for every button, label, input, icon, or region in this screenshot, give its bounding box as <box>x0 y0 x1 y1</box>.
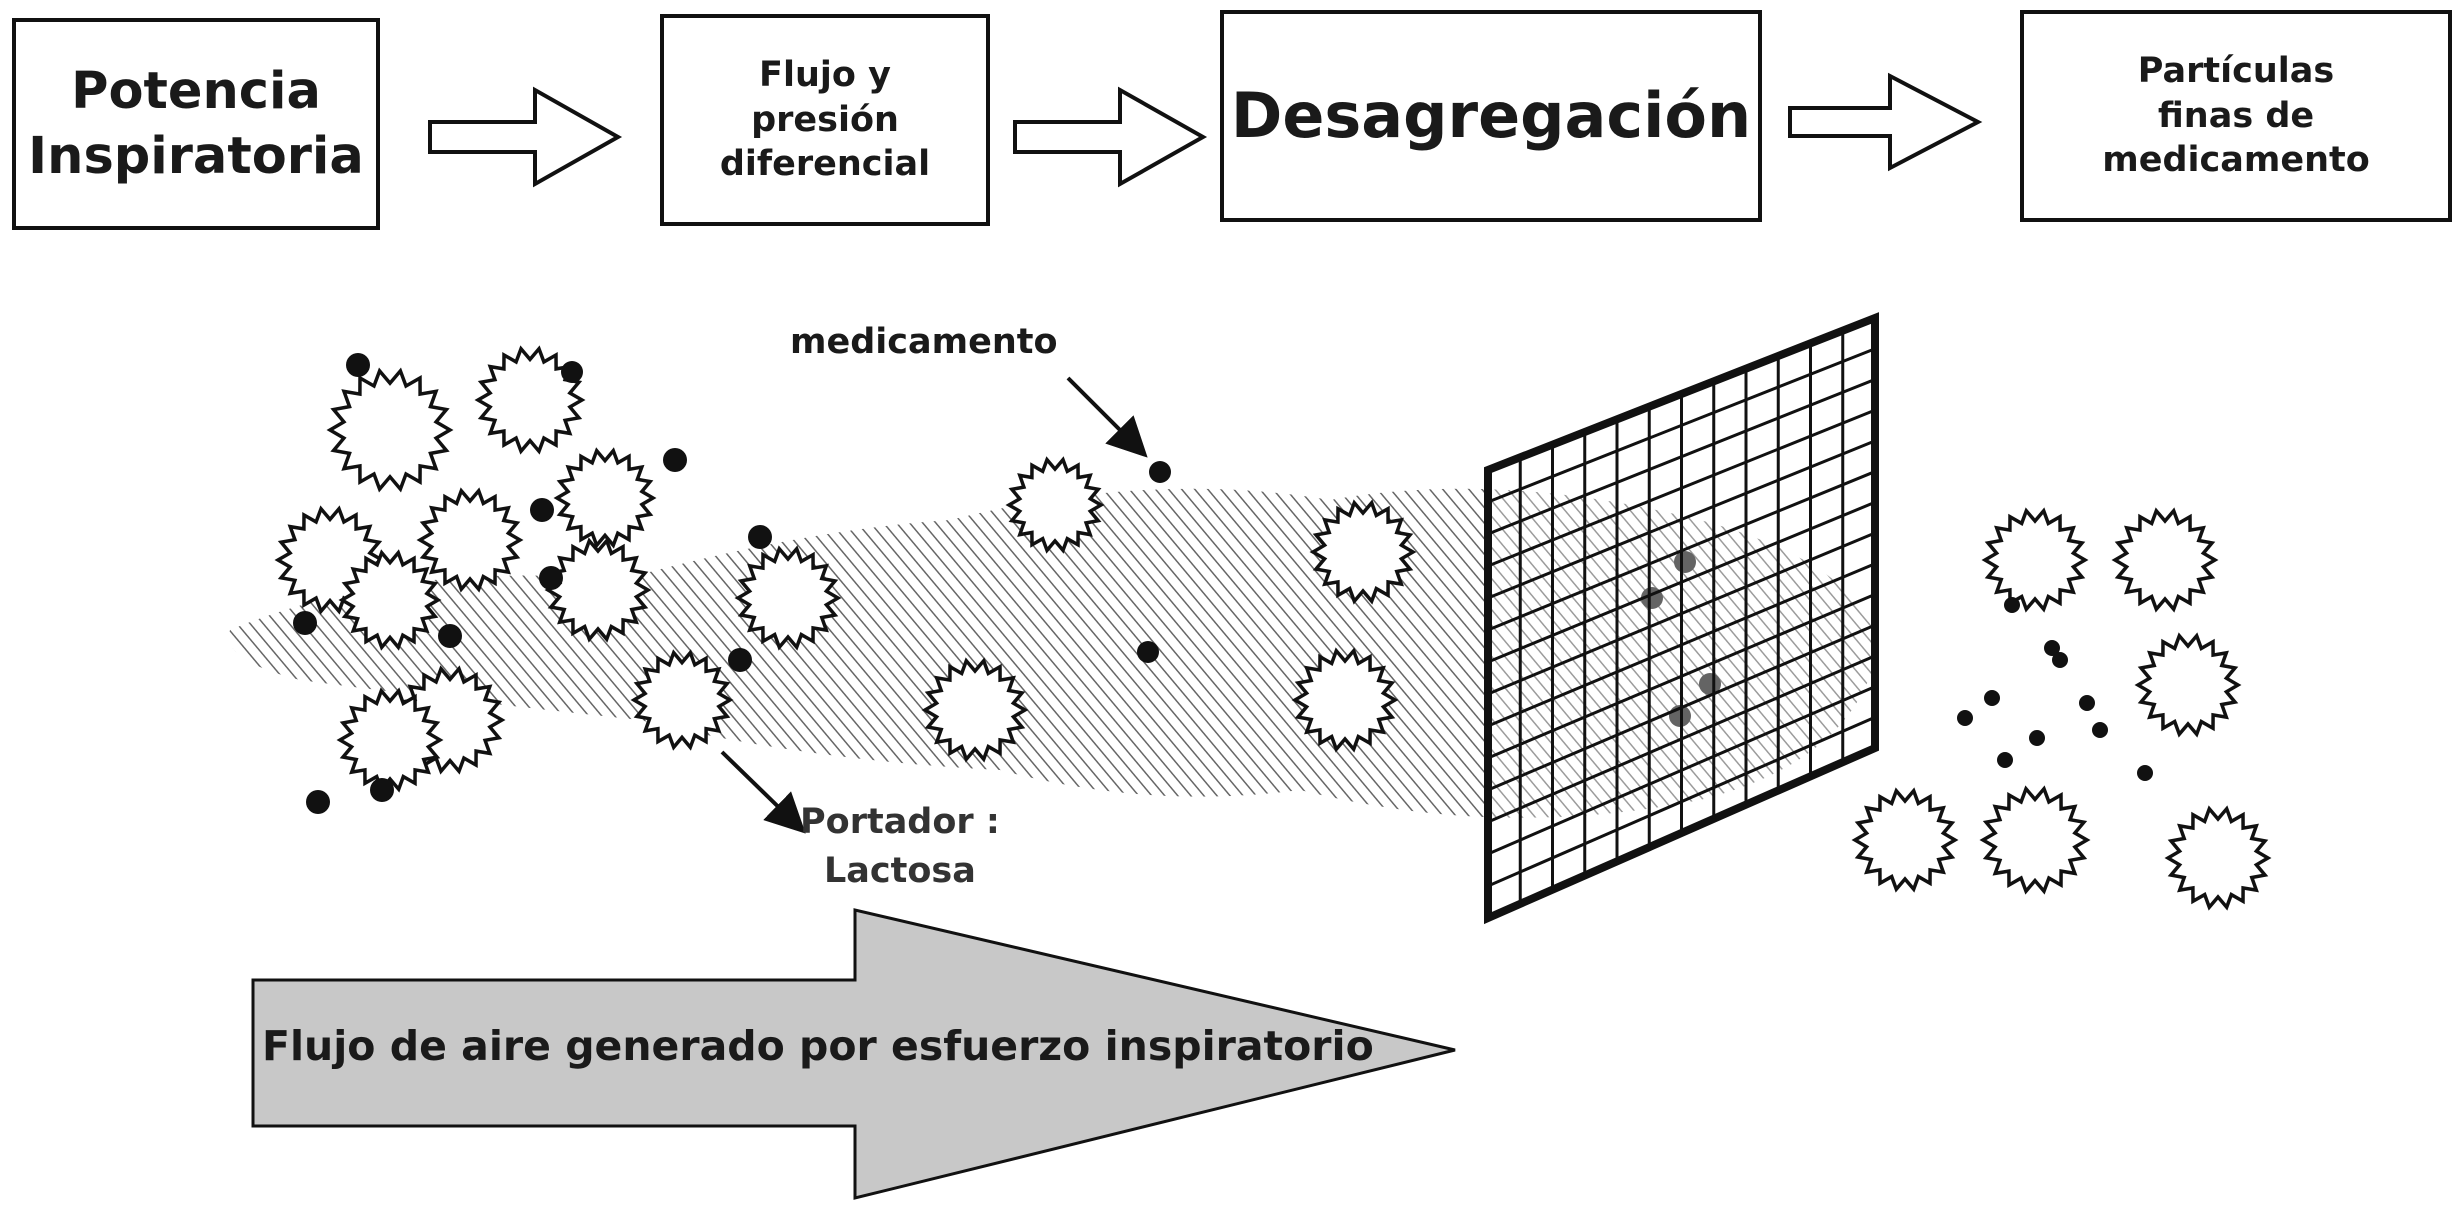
lactose-carrier-particle <box>2134 632 2242 738</box>
lactose-carrier-particle <box>553 447 657 549</box>
pointer-arrow-drug <box>1066 376 1148 458</box>
drug-particle <box>1997 752 2013 768</box>
flow-arrow-1 <box>428 86 623 188</box>
lactose-carrier-particle <box>2111 507 2219 613</box>
step-box-inspiratory-power: Potencia Inspiratoria <box>12 18 380 230</box>
drug-particle <box>346 353 370 377</box>
drug-particle <box>2029 730 2045 746</box>
step-box-deagglomeration: Desagregación <box>1220 10 1762 222</box>
drug-particle <box>1674 551 1696 573</box>
drug-particle <box>1149 461 1171 483</box>
mesh-screen <box>1484 312 1879 925</box>
step-label: Partículas finas de medicamento <box>2102 50 2370 181</box>
lactose-carrier-particle <box>336 687 444 793</box>
drug-particle <box>1137 641 1159 663</box>
drug-particle <box>438 624 462 648</box>
drug-particle <box>2044 640 2060 656</box>
pointer-arrow-carrier <box>720 750 806 834</box>
lactose-carrier-particle <box>1981 507 2089 613</box>
drug-particle <box>530 498 554 522</box>
lactose-carrier-particle <box>416 487 524 593</box>
drug-particle <box>1699 673 1721 695</box>
drug-particle <box>748 525 772 549</box>
drug-particle <box>539 566 563 590</box>
drug-particle <box>561 361 583 383</box>
step-box-flow-pressure: Flujo y presión diferencial <box>660 14 990 226</box>
drug-particle <box>293 611 317 635</box>
drug-particle <box>2079 695 2095 711</box>
lactose-carrier-particle <box>1291 647 1399 753</box>
lactose-carrier-particle <box>630 649 734 751</box>
airflow-stream <box>228 488 1880 818</box>
lactose-carrier-particle <box>921 657 1029 763</box>
drug-particle <box>2004 597 2020 613</box>
step-label: Flujo y presión diferencial <box>719 54 931 185</box>
lactose-carrier-particle <box>544 537 652 643</box>
lactose-carrier-particle <box>1851 787 1959 893</box>
airflow-arrow <box>251 908 1456 1200</box>
drug-particle <box>1984 690 2000 706</box>
lactose-carrier-particle <box>2164 805 2272 911</box>
step-label: Desagregación <box>1230 79 1752 153</box>
drug-particle <box>306 790 330 814</box>
airflow-label: Flujo de aire generado por esfuerzo insp… <box>262 1022 1374 1070</box>
flow-arrow-3 <box>1788 72 1983 172</box>
step-box-fine-particles: Partículas finas de medicamento <box>2020 10 2452 222</box>
drug-particle <box>663 448 687 472</box>
drug-particle <box>370 778 394 802</box>
drug-particle <box>728 648 752 672</box>
lactose-carrier-particle <box>1005 456 1105 554</box>
drug-particle <box>2092 722 2108 738</box>
carrier-label: Portador : Lactosa <box>800 802 1000 891</box>
lactose-carrier-particle <box>734 545 842 651</box>
lactose-carrier-particle <box>1309 499 1417 605</box>
lactose-carrier-particle <box>326 367 454 493</box>
lactose-carrier-particle <box>1979 785 2091 895</box>
step-label: Potencia Inspiratoria <box>28 61 364 186</box>
drug-label: medicamento <box>790 322 1058 362</box>
lactose-carrier-particle <box>474 345 586 455</box>
drug-particle <box>2137 765 2153 781</box>
lactose-carrier-particle <box>338 549 442 651</box>
flow-arrow-2 <box>1013 86 1208 188</box>
drug-particle <box>2052 652 2068 668</box>
drug-particle <box>1957 710 1973 726</box>
